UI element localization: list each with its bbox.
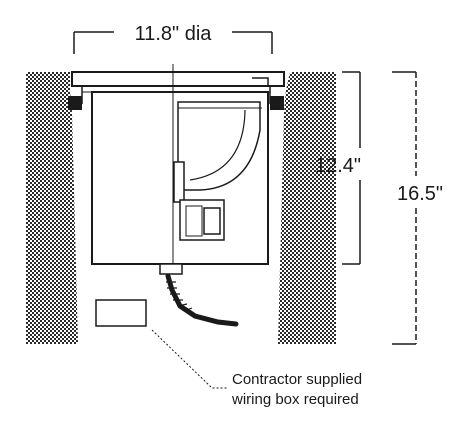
soil-left	[26, 72, 78, 344]
gravel-bed	[78, 330, 278, 344]
wiring-box	[95, 299, 147, 327]
cable-gland	[159, 263, 183, 275]
reflector	[177, 101, 261, 191]
bracket	[173, 161, 185, 203]
conduit-ribs	[166, 281, 193, 312]
collar-left	[68, 96, 82, 110]
ballast-inner	[185, 205, 203, 237]
collar-right	[270, 96, 284, 110]
fixture-lid	[71, 71, 285, 87]
connector-block	[203, 207, 221, 235]
reflector-inner	[189, 109, 246, 181]
note-leader	[151, 329, 228, 389]
note-line-1: Contractor supplied	[232, 371, 362, 388]
depth-label: 16.5"	[397, 183, 443, 205]
height-label: 12.4"	[315, 155, 361, 177]
diameter-label: 11.8" dia	[135, 23, 213, 45]
soil-right	[278, 72, 336, 344]
lid-latch	[252, 77, 269, 87]
note-line-2: wiring box required	[231, 391, 359, 408]
